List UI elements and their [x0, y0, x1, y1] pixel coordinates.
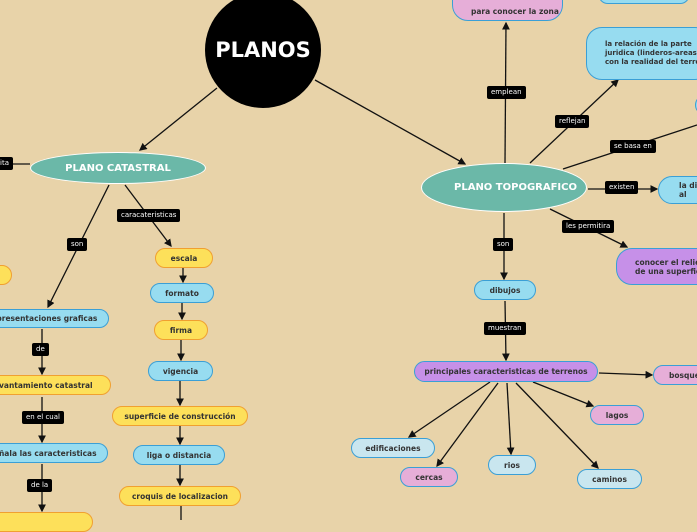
- node-vigencia[interactable]: vigencia: [148, 361, 213, 381]
- edge-label-les-permitira: les permitira: [562, 220, 615, 233]
- root-node-planos[interactable]: PLANOS: [205, 0, 321, 108]
- edge-label-son-topo: son: [493, 238, 514, 251]
- node-bottom-partial[interactable]: [0, 512, 93, 532]
- node-conocer-relieve[interactable]: conocer el relieve de una superficie: [616, 248, 697, 285]
- node-edificaciones[interactable]: edificaciones: [351, 438, 435, 458]
- edge-label-existen: existen: [605, 181, 639, 194]
- node-existen-target[interactable]: la di de al: [658, 176, 697, 204]
- edge-label-de-la: de la: [27, 479, 53, 492]
- node-superficie-construccion[interactable]: superficie de construcción: [112, 406, 248, 426]
- node-para-conocer-zona[interactable]: para conocer la zona: [452, 0, 563, 21]
- edge-label-reflejan: reflejan: [555, 115, 590, 128]
- node-formato[interactable]: formato: [150, 283, 214, 303]
- edge-label-caracteristicas: caracateristicas: [117, 209, 181, 222]
- node-relacion-parte-juridica[interactable]: la relación de la parte juridica (linder…: [586, 27, 697, 80]
- node-levantamiento-catastral[interactable]: levantamiento catastral: [0, 375, 111, 395]
- node-plano-catastral[interactable]: PLANO CATASTRAL: [30, 152, 206, 184]
- connector-lines: [13, 21, 697, 520]
- node-firma[interactable]: firma: [154, 320, 208, 340]
- edge-label-son: son: [67, 238, 88, 251]
- edge-label-se-basa-en: se basa en: [610, 140, 656, 153]
- node-senala-caracteristicas[interactable]: señala las caracteristicas: [0, 443, 108, 463]
- node-croquis-localizacion[interactable]: croquis de localizacion: [119, 486, 241, 506]
- edge-label-emplean: emplean: [487, 86, 526, 99]
- node-bosque[interactable]: bosque: [653, 365, 697, 385]
- edge-label-ita: ita: [0, 157, 13, 170]
- edge-label-en-el-cual: en el cual: [22, 411, 64, 424]
- node-caminos[interactable]: caminos: [577, 469, 642, 489]
- node-rios[interactable]: rios: [488, 455, 536, 475]
- node-principales-caracteristicas[interactable]: principales caracteristicas de terrenos: [414, 361, 598, 382]
- node-representaciones-graficas[interactable]: representaciones graficas: [0, 309, 109, 328]
- node-dibujos[interactable]: dibujos: [474, 280, 536, 300]
- node-cercas[interactable]: cercas: [400, 467, 458, 487]
- edge-label-de: de: [32, 343, 49, 356]
- node-lagos[interactable]: lagos: [590, 405, 644, 425]
- edge-label-muestran: muestran: [484, 322, 526, 335]
- node-top-right-partial[interactable]: [598, 0, 690, 4]
- node-escala[interactable]: escala: [155, 248, 213, 268]
- node-liga-distancia[interactable]: liga o distancia: [133, 445, 225, 465]
- node-plano-topografico[interactable]: PLANO TOPOGRAFICO: [421, 163, 587, 212]
